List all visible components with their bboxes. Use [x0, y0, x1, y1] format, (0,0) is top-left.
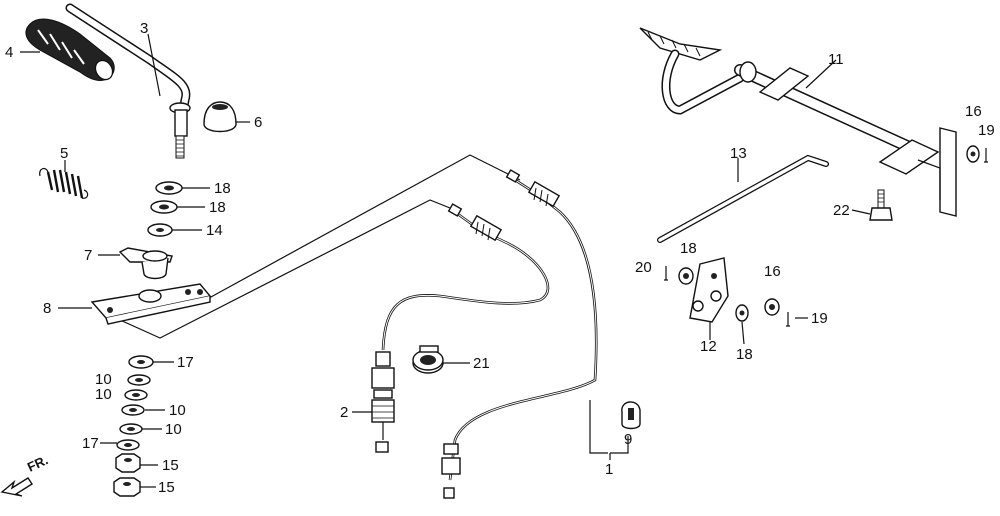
callout-16: 16: [764, 263, 781, 280]
direction-label: FR.: [25, 452, 50, 474]
leader-lines: [20, 33, 871, 488]
callout-19: 19: [978, 122, 995, 139]
callout-10: 10: [95, 386, 112, 403]
callout-22: 22: [833, 202, 850, 219]
callout-numbers: 3 4 5 6 18 18 14 7 8 17 10 10 10 10 17 1…: [5, 20, 995, 496]
callout-3: 3: [140, 20, 148, 37]
callout-19: 19: [811, 310, 828, 327]
part-rod: [657, 154, 829, 243]
callout-10: 10: [169, 402, 186, 419]
part-cable-2: [371, 203, 550, 453]
callout-7: 7: [84, 247, 92, 264]
callout-18: 18: [209, 199, 226, 216]
part-brake-pedal: [639, 27, 957, 217]
part-bracket: [118, 247, 173, 280]
assembly-frame-lines: [119, 154, 521, 339]
callout-1: 1: [605, 461, 613, 478]
part-grip: [25, 18, 115, 81]
part-shift-lever: [65, 3, 191, 159]
callout-10: 10: [95, 371, 112, 388]
washer-stack-upper: [147, 181, 183, 237]
washer-stack-lower: [113, 355, 154, 497]
callout-10: 10: [165, 421, 182, 438]
part-grommet: [621, 401, 641, 430]
callout-21: 21: [473, 355, 490, 372]
callout-6: 6: [254, 114, 262, 131]
callout-12: 12: [700, 338, 717, 355]
callout-2: 2: [340, 404, 348, 421]
small-parts-lower-right: [664, 266, 790, 327]
callout-18: 18: [680, 240, 697, 257]
callout-14: 14: [206, 222, 223, 239]
part-cable-1: [441, 169, 598, 499]
callout-17: 17: [82, 435, 99, 452]
callout-15: 15: [162, 457, 179, 474]
part-bolt: [869, 189, 893, 221]
callout-11: 11: [828, 51, 844, 68]
callout-4: 4: [5, 44, 13, 61]
callout-18: 18: [214, 180, 231, 197]
callout-16: 16: [965, 103, 982, 120]
callout-9: 9: [624, 431, 632, 448]
small-parts-upper-right: [966, 145, 988, 163]
callout-18: 18: [736, 346, 753, 363]
part-spring: [39, 167, 89, 199]
front-direction-indicator: FR.: [0, 452, 50, 497]
part-plate: [90, 283, 212, 325]
part-arm-plate: [689, 257, 729, 323]
callout-17: 17: [177, 354, 194, 371]
callout-20: 20: [635, 259, 652, 276]
callout-13: 13: [730, 145, 747, 162]
part-rubber-boot: [203, 101, 237, 133]
callout-8: 8: [43, 300, 51, 317]
part-clamp: [412, 345, 444, 374]
callout-5: 5: [60, 145, 68, 162]
callout-15: 15: [158, 479, 175, 496]
